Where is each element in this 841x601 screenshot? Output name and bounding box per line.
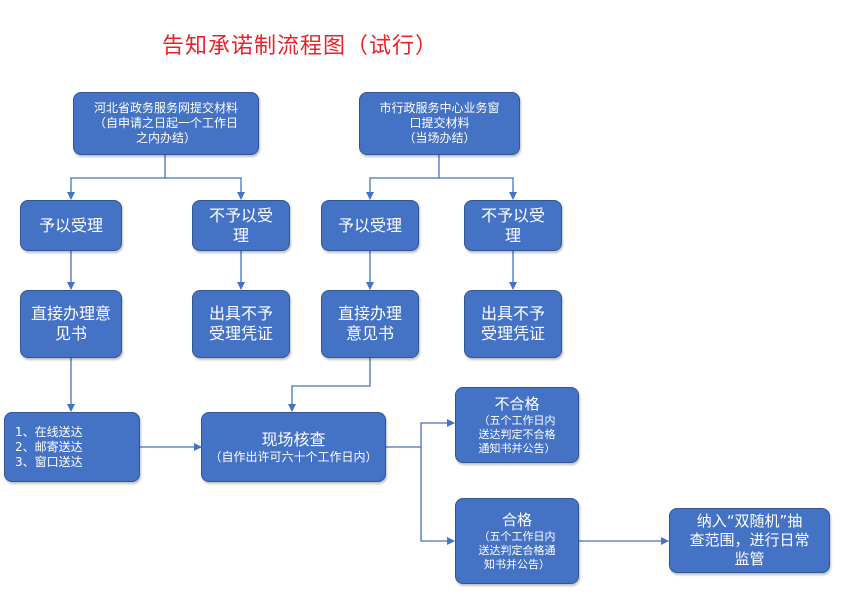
node-window-submit: 市行政服务中心业务窗 口提交材料 （当场办结） — [359, 92, 520, 155]
node-inspection: 现场核查 （自作出许可六十个工作日内） — [201, 412, 386, 482]
node-delivery: 1、在线送达 2、邮寄送达 3、窗口送达 — [4, 412, 140, 482]
arrow-window-to-reject — [439, 177, 517, 200]
page-title: 告知承诺制流程图（试行） — [161, 34, 438, 59]
node-accept-right: 予以受理 — [321, 200, 419, 251]
arrow-inspection-to-fail — [386, 419, 455, 448]
node-pass: 合格 （五个工作日内 送达判定合格通 知书并公告） — [455, 498, 579, 584]
node-accept-left: 予以受理 — [20, 200, 122, 251]
node-opinion-right: 直接办理 意见书 — [321, 290, 419, 358]
node-opinion-left: 直接办理意 见书 — [20, 290, 122, 358]
arrow-opinion-right-to-inspection — [288, 358, 371, 412]
arrow-online-to-reject — [165, 177, 245, 200]
node-voucher-left: 出具不予 受理凭证 — [192, 290, 290, 358]
node-reject-left: 不予以受 理 — [192, 200, 290, 251]
node-voucher-right: 出具不予 受理凭证 — [464, 290, 562, 358]
node-supervision: 纳入“双随机”抽 查范围，进行日常 监管 — [669, 508, 830, 573]
node-fail: 不合格 （五个工作日内 送达判定不合格 通知书并公告） — [455, 387, 579, 463]
arrow-window-to-branch — [366, 155, 440, 200]
node-online-submit: 河北省政务服务网提交材料 （自申请之日起一个工作日 之内办结） — [73, 92, 259, 155]
arrow-online-to-branch — [67, 155, 166, 200]
arrow-inspection-to-pass — [420, 447, 455, 545]
node-reject-right: 不予以受 理 — [464, 200, 562, 251]
